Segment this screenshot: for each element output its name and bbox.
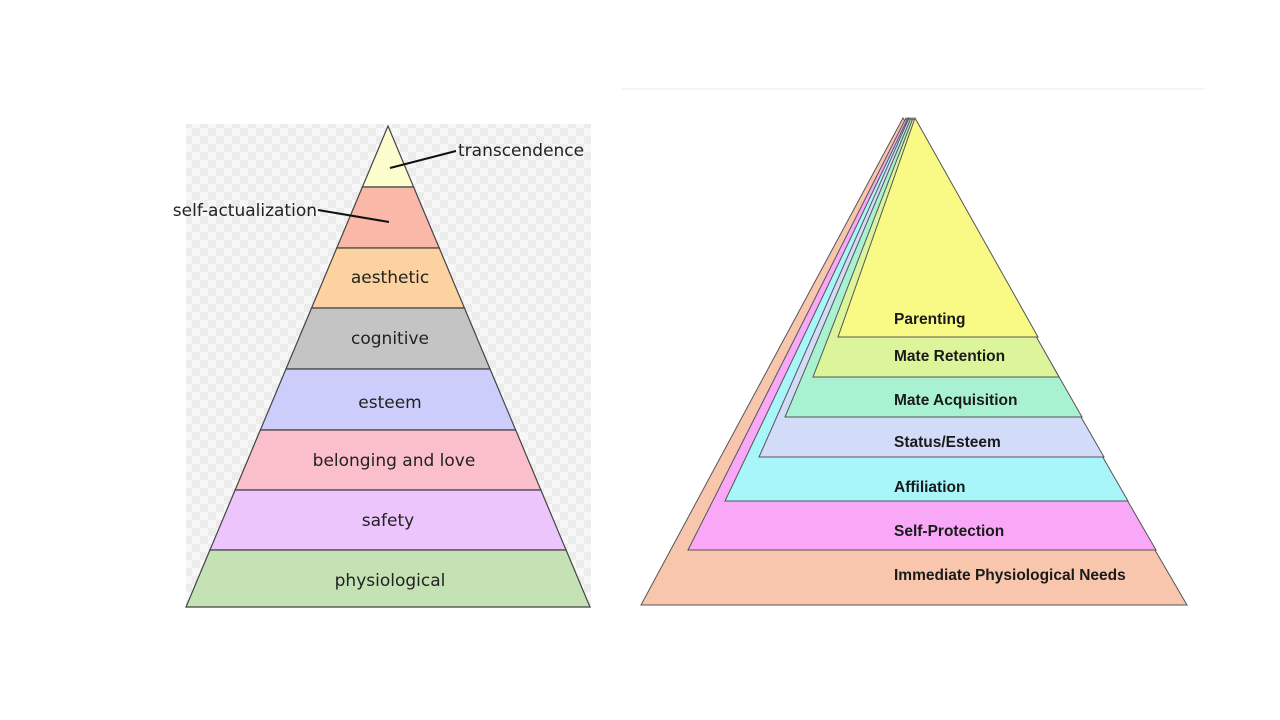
level-label: Immediate Physiological Needs xyxy=(894,567,1126,584)
level-label: Affiliation xyxy=(894,479,965,496)
pyramid-level xyxy=(185,549,591,608)
level-label: Status/Esteem xyxy=(894,434,1001,451)
level-label: safety xyxy=(362,511,414,531)
level-label: Self-Protection xyxy=(894,523,1004,540)
maslow-pyramid: transcendence self-actualization aesthetic… xyxy=(173,124,591,608)
level-label: Mate Acquisition xyxy=(894,392,1017,409)
level-label: Mate Retention xyxy=(894,348,1005,365)
level-label: cognitive xyxy=(351,329,429,349)
level-label: self-actualization xyxy=(173,201,317,221)
level-label: physiological xyxy=(335,571,446,591)
level-label: aesthetic xyxy=(351,268,429,288)
callout-line xyxy=(317,209,390,223)
level-label: Parenting xyxy=(894,311,965,328)
level-label: esteem xyxy=(358,393,421,413)
level-label: transcendence xyxy=(458,141,584,161)
callout-line xyxy=(389,150,457,169)
pyramid-level xyxy=(837,116,1039,338)
level-label: belonging and love xyxy=(313,451,476,471)
